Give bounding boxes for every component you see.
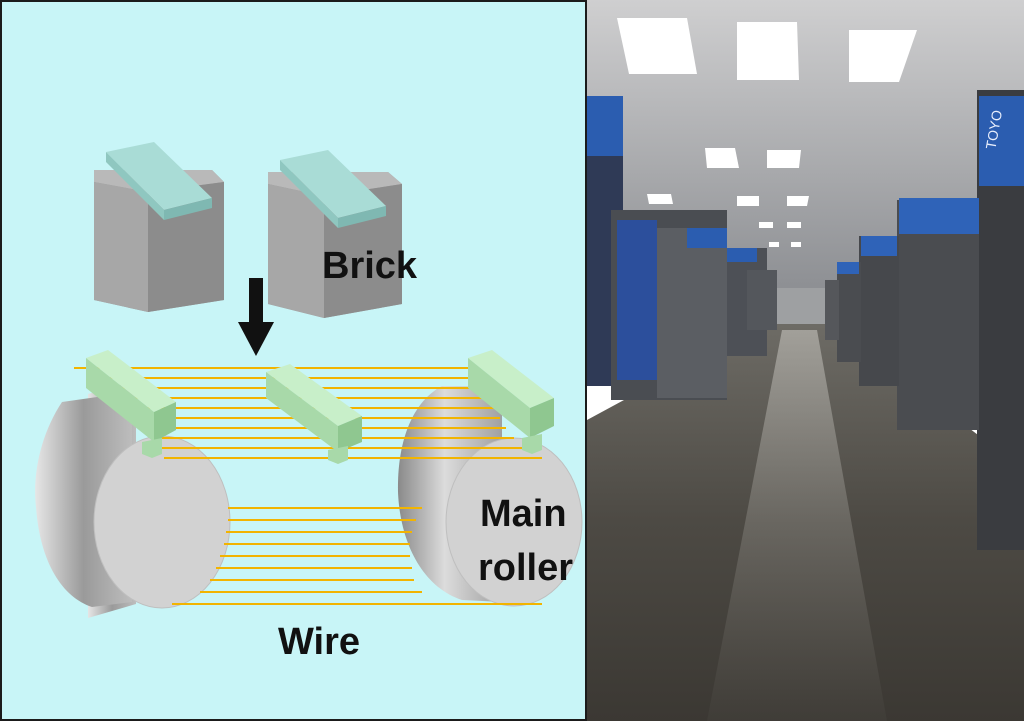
machine-brand-label: TOYO bbox=[982, 109, 1005, 151]
wire-holder-right bbox=[468, 350, 554, 454]
wire-holder-middle bbox=[266, 364, 362, 464]
wire-saw-diagram: Brick Main roller Wire bbox=[0, 0, 587, 721]
ceiling-lights bbox=[617, 18, 917, 247]
back-wall bbox=[772, 288, 830, 324]
photo-canvas: TOYO bbox=[587, 0, 1024, 721]
factory-hall-photo: TOYO bbox=[587, 0, 1024, 721]
label-wire: Wire bbox=[278, 621, 360, 663]
down-arrow-icon bbox=[238, 278, 274, 356]
main-roller-left bbox=[35, 380, 231, 618]
floor-reflection bbox=[707, 330, 887, 721]
label-brick: Brick bbox=[322, 245, 418, 287]
machine-row-right bbox=[825, 90, 1024, 550]
wire-holder-left bbox=[86, 350, 176, 458]
machine-row-left bbox=[587, 96, 777, 400]
label-main-roller-line2: roller bbox=[478, 547, 573, 589]
brick-block-left bbox=[94, 142, 224, 312]
main-roller-right bbox=[397, 386, 583, 607]
brick-block-right bbox=[268, 150, 402, 318]
label-main-roller-line1: Main bbox=[480, 493, 567, 535]
wire-web-bottom bbox=[172, 507, 542, 605]
diagram-canvas: Brick Main roller Wire bbox=[2, 2, 585, 719]
